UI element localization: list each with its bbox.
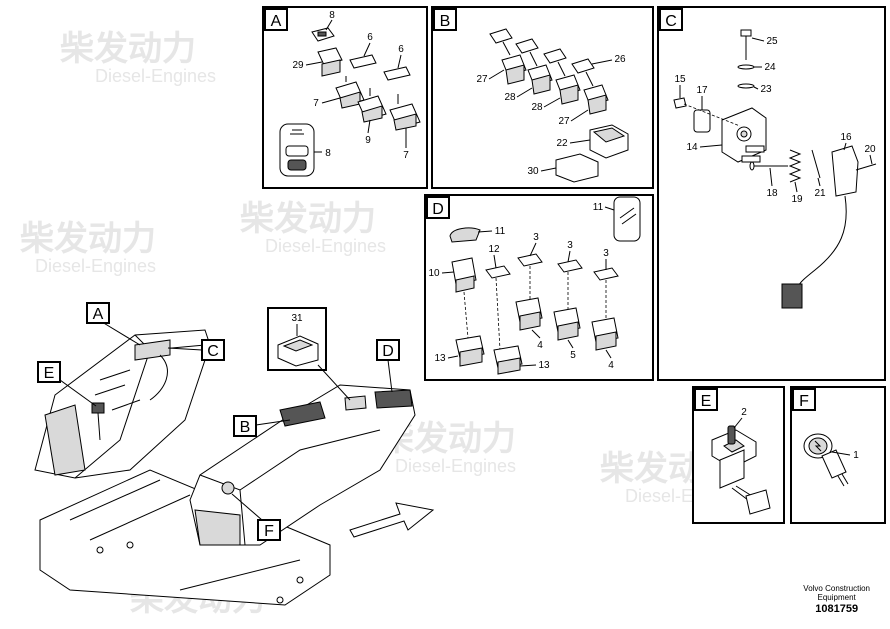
- callout-d-4-right: 4: [608, 360, 614, 371]
- callout-c-16: 16: [840, 132, 852, 143]
- document-number: 1081759: [815, 603, 859, 615]
- callout-c-20: 20: [864, 144, 876, 155]
- callout-c-19: 19: [791, 194, 803, 205]
- callout-b-30: 30: [527, 166, 539, 177]
- callout-a-7-right: 7: [403, 150, 409, 161]
- callout-b-28-left: 28: [504, 92, 516, 103]
- callout-d-11-left: 11: [495, 226, 506, 237]
- watermark-en: Diesel-Engines: [265, 236, 386, 256]
- callout-f-1: 1: [853, 450, 859, 461]
- panel-c-letter: C: [665, 13, 677, 30]
- callout-d-3-left: 3: [533, 232, 539, 243]
- callout-d-11-right: 11: [593, 202, 604, 213]
- panel-b-frame: [431, 6, 654, 189]
- overview-machine: [34, 329, 435, 606]
- brand-line-1: Volvo Construction: [803, 584, 870, 593]
- panel-d: D 11 11 12 3 3 3 10 4: [424, 194, 654, 381]
- panel-c: C 25 24 23 15 17 14 16: [657, 6, 886, 381]
- panel-a-letter: A: [271, 13, 282, 30]
- floor-plate: [39, 469, 331, 606]
- panel-e: E 2: [692, 386, 785, 524]
- watermark-cn: 柴发动力: [240, 200, 376, 238]
- switch-d-location: [374, 389, 413, 409]
- direction-arrow: [349, 502, 435, 538]
- watermark-cn: 柴发动力: [20, 220, 156, 258]
- callout-c-17: 17: [696, 85, 708, 96]
- watermark-cn: 柴发动力: [60, 30, 196, 68]
- callout-d-13-right: 13: [538, 360, 550, 371]
- switch-c-location: [134, 339, 171, 361]
- overview-tag-f: [257, 519, 281, 541]
- callout-b-22: 22: [556, 138, 568, 149]
- overview-tag-d: [376, 339, 400, 361]
- rocker-switch-inset: [613, 196, 641, 242]
- callout-a-9: 9: [365, 135, 371, 146]
- overview-tag-c: [201, 339, 225, 361]
- socket-f-location: [221, 481, 235, 495]
- callout-d-13-left: 13: [434, 353, 446, 364]
- panel-e-letter: E: [701, 393, 712, 410]
- callout-a-8-top: 8: [329, 10, 335, 21]
- overview-tag-a: [86, 302, 110, 324]
- overview-tag-a-label: A: [93, 306, 104, 323]
- callout-c-18: 18: [766, 188, 778, 199]
- connector-plug: [781, 283, 803, 309]
- overview-tag-d-label: D: [382, 343, 394, 360]
- callout-c-14: 14: [686, 142, 698, 153]
- callout-d-3-middle: 3: [567, 240, 573, 251]
- callout-a-8-bottom: 8: [325, 148, 331, 159]
- callout-d-5: 5: [570, 350, 576, 361]
- callout-c-24: 24: [764, 62, 776, 73]
- overview-tag-f-label: F: [264, 523, 274, 540]
- footer: Volvo Construction Equipment 1081759: [803, 584, 870, 615]
- callout-b-27-right: 27: [558, 116, 570, 127]
- callout-c-23: 23: [760, 84, 772, 95]
- panel-f-letter: F: [799, 393, 809, 410]
- overview-tag-c-label: C: [207, 343, 219, 360]
- watermark-en: Diesel-Engines: [395, 456, 516, 476]
- callout-d-4-left: 4: [537, 340, 543, 351]
- overview-tags: A C E B D F 31: [37, 302, 400, 541]
- panel-a: A 8 29 6 6 7 9 7 8: [262, 6, 428, 189]
- callout-a-29: 29: [292, 60, 304, 71]
- overview-tag-b: [233, 415, 257, 437]
- panel-b: B 27 28 26 28 27 22 30: [431, 6, 654, 189]
- callout-c-21: 21: [814, 188, 826, 199]
- callout-31: 31: [291, 313, 303, 324]
- panel-a-tag: [264, 8, 288, 31]
- callout-a-6-left: 6: [367, 32, 373, 43]
- panel-b-tag: [433, 8, 457, 31]
- lever-16: [831, 145, 859, 197]
- panel-c-tag: [659, 8, 683, 31]
- overview-tag-e: [37, 361, 61, 383]
- panel-d-tag: [426, 196, 450, 219]
- callout-d-3-right: 3: [603, 248, 609, 259]
- panel-e-tag: [694, 388, 718, 411]
- callout-b-27-left: 27: [476, 74, 488, 85]
- panel-f-tag: [792, 388, 816, 411]
- callout-c-15: 15: [674, 74, 686, 85]
- watermark-en: Diesel-Engines: [35, 256, 156, 276]
- callout-a-6-right: 6: [398, 44, 404, 55]
- overview-tag-e-label: E: [44, 365, 55, 382]
- callout-d-12: 12: [488, 244, 500, 255]
- panel-d-letter: D: [432, 201, 444, 218]
- callout-b-28-right: 28: [531, 102, 543, 113]
- callout-d-10: 10: [428, 268, 440, 279]
- callout-a-7-left: 7: [313, 98, 319, 109]
- callout-c-25: 25: [766, 36, 778, 47]
- watermark-en: Diesel-Engines: [95, 66, 216, 86]
- callout-e-2: 2: [741, 407, 747, 418]
- cover-30: [555, 153, 599, 183]
- panel-f: F 1: [790, 386, 886, 524]
- callout-b-26: 26: [614, 54, 626, 65]
- overview-tag-b-label: B: [240, 419, 251, 436]
- panel-b-letter: B: [440, 13, 451, 30]
- brand-line-2: Equipment: [817, 593, 856, 602]
